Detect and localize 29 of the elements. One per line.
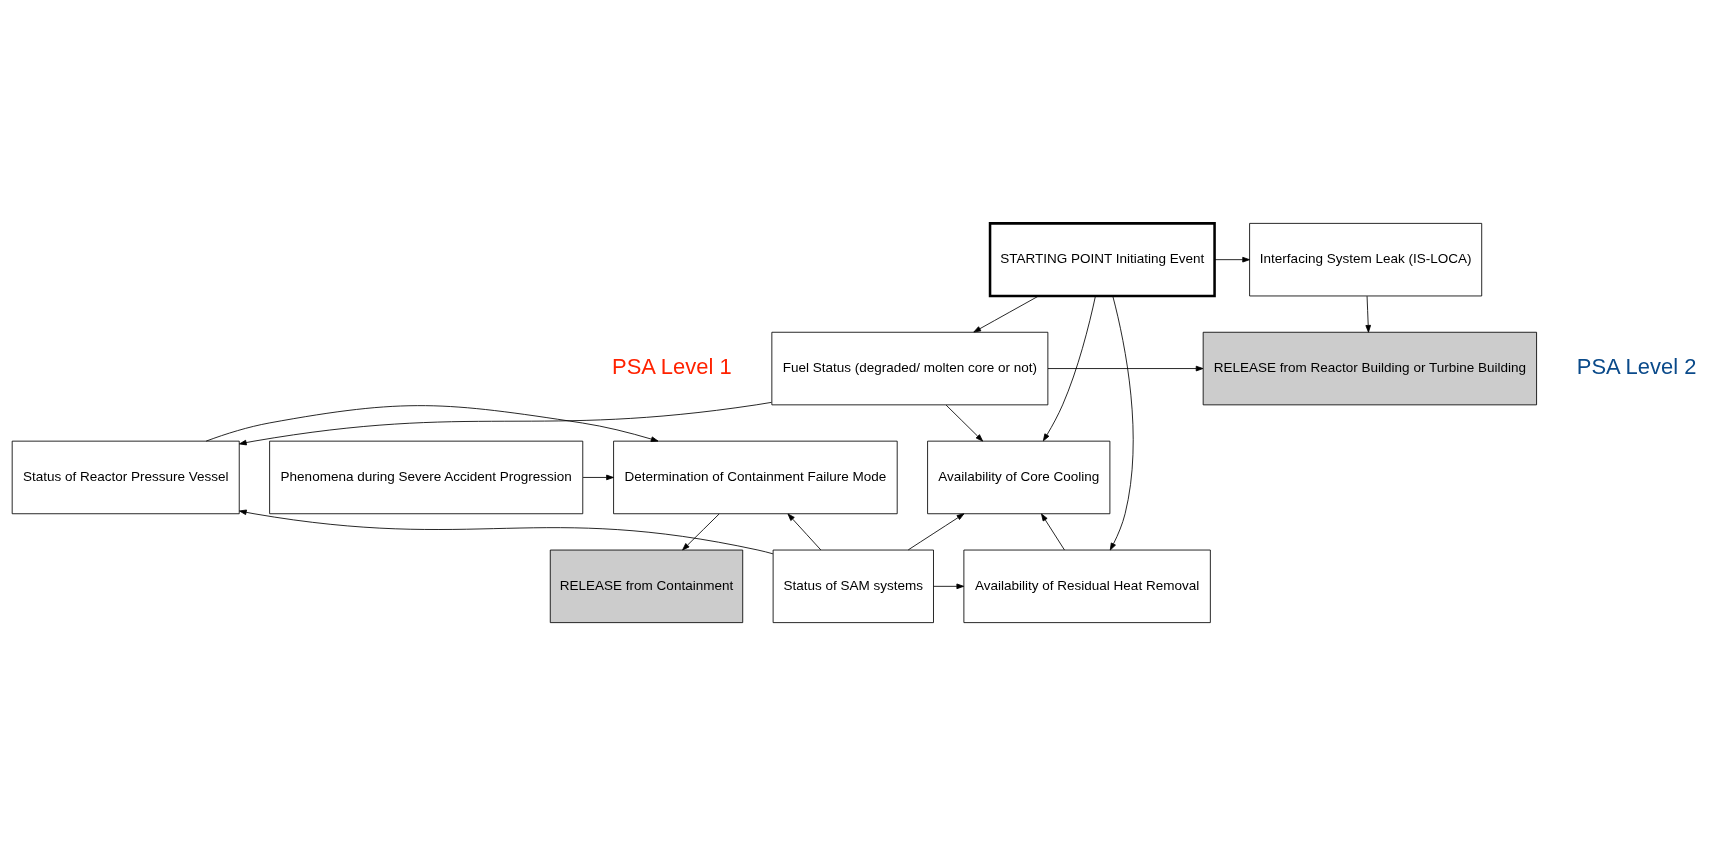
arrow [1047, 365, 1204, 371]
arrow [1214, 256, 1250, 262]
arrow [907, 512, 965, 550]
arrow [682, 513, 720, 550]
arrow [933, 583, 965, 589]
node-box: STARTING POINT Initiating Event [988, 221, 1216, 297]
label: PSA Level 1 [612, 353, 732, 379]
arrow [205, 404, 659, 442]
node-box: Interfacing System Leak (IS-LOCA) [1249, 222, 1483, 296]
node-box: Status of SAM systems [772, 549, 934, 623]
node-box: RELEASE from Containment [549, 549, 744, 623]
arrow [239, 509, 774, 554]
arrow [1365, 295, 1371, 333]
node-box: Phenomena during Severe Accident Progression [269, 440, 584, 514]
node-box: Availability of Core Cooling [927, 440, 1111, 514]
arrow [1109, 295, 1134, 550]
arrow [973, 295, 1039, 332]
node-box: Determination of Containment Failure Mode [613, 440, 898, 514]
node-box: Availability of Residual Heat Removal [963, 549, 1211, 623]
arrow [239, 401, 772, 445]
label: PSA Level 2 [1576, 353, 1697, 379]
node-box: Status of Reactor Pressure Vessel [11, 440, 240, 514]
arrow [945, 404, 984, 441]
node-box: Fuel Status (degraded/ molten core or not) [771, 331, 1049, 405]
arrow [787, 513, 822, 550]
arrow [1041, 513, 1065, 550]
arrow [582, 474, 614, 480]
node-box: RELEASE from Reactor Building or Turbine Building [1202, 331, 1537, 405]
arrow [1042, 295, 1096, 441]
